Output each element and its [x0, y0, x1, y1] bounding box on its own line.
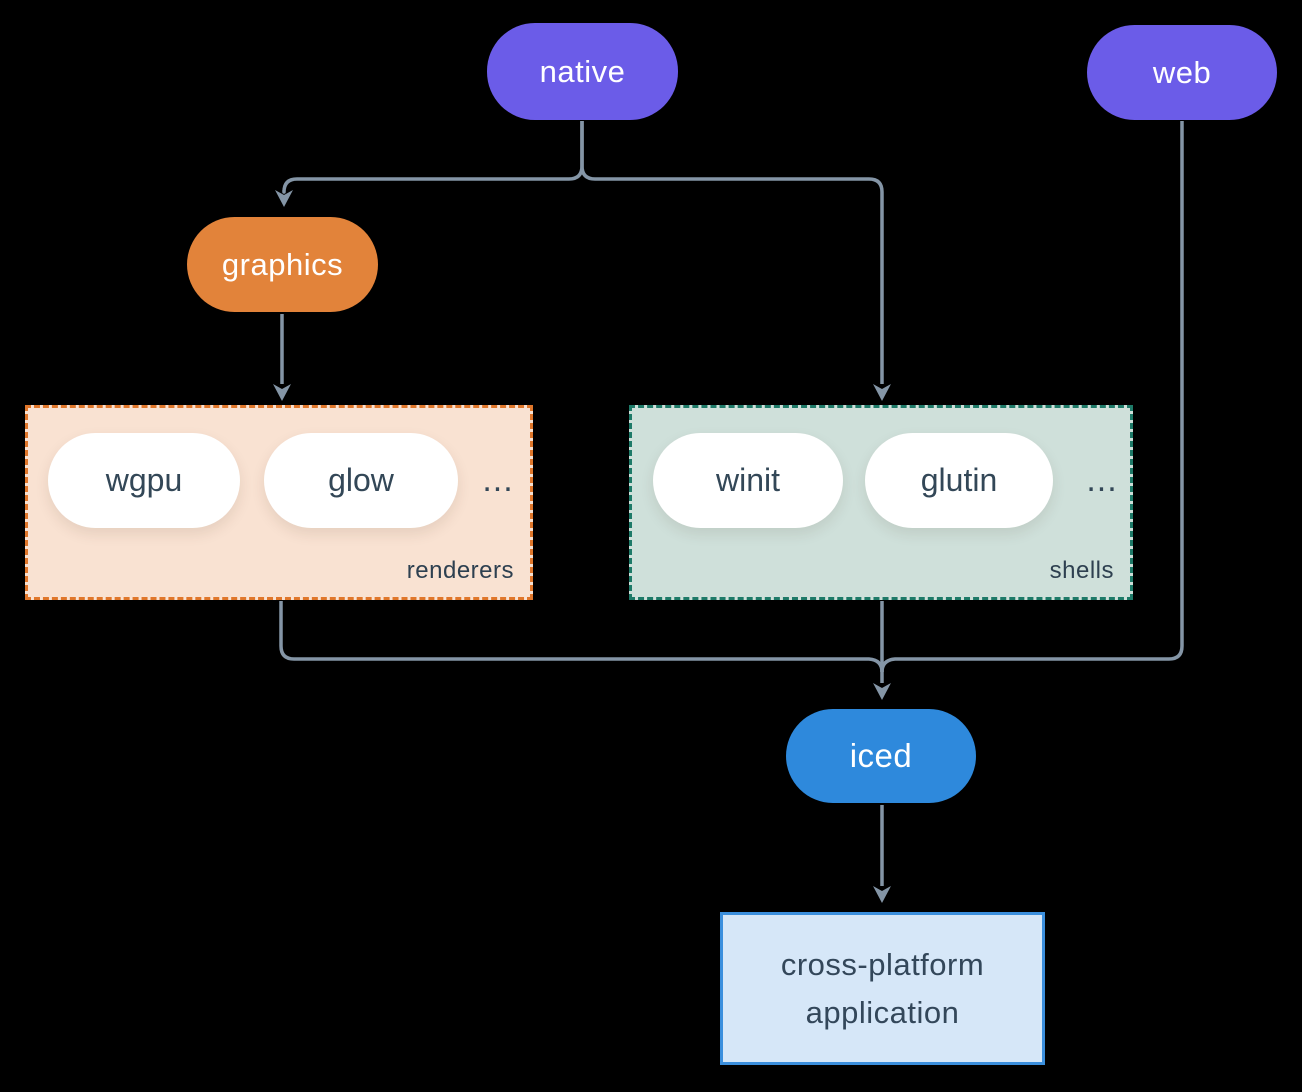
node-native: native	[487, 23, 678, 120]
shells-ellipsis: ...	[1086, 461, 1118, 499]
node-graphics: graphics	[187, 217, 378, 312]
node-winit: winit	[653, 433, 843, 528]
node-graphics-label: graphics	[221, 246, 344, 282]
edge-renderers-iced	[279, 601, 884, 673]
arrowhead-iced	[873, 683, 891, 700]
node-web: web	[1087, 25, 1277, 120]
application-label-line1: cross-platform	[780, 946, 985, 982]
node-wgpu-label: wgpu	[105, 462, 183, 498]
group-renderers: wgpu glow ... renderers	[25, 405, 533, 600]
renderers-group-label: renderers	[406, 557, 514, 584]
group-shells: winit glutin ... shells	[629, 405, 1133, 600]
edge-native-shells	[580, 121, 884, 384]
node-iced: iced	[786, 709, 976, 803]
node-glutin-label: glutin	[920, 462, 998, 498]
node-winit-label: winit	[715, 462, 780, 498]
arrowhead-application	[873, 886, 891, 903]
application-label-line2: application	[805, 994, 960, 1030]
edge-native-graphics	[282, 121, 584, 194]
arrowhead-shells	[873, 384, 891, 401]
renderers-ellipsis: ...	[482, 461, 514, 499]
arrowhead-renderers	[273, 384, 291, 401]
node-glow-label: glow	[328, 462, 394, 498]
node-glow: glow	[264, 433, 458, 528]
arrowhead-graphics	[275, 190, 293, 207]
node-wgpu: wgpu	[48, 433, 240, 528]
node-web-label: web	[1152, 54, 1212, 90]
node-glutin: glutin	[865, 433, 1053, 528]
shells-group-label: shells	[1049, 557, 1114, 584]
node-native-label: native	[539, 53, 626, 89]
node-iced-label: iced	[849, 737, 913, 774]
node-cross-platform-application: cross-platform application	[720, 912, 1045, 1065]
